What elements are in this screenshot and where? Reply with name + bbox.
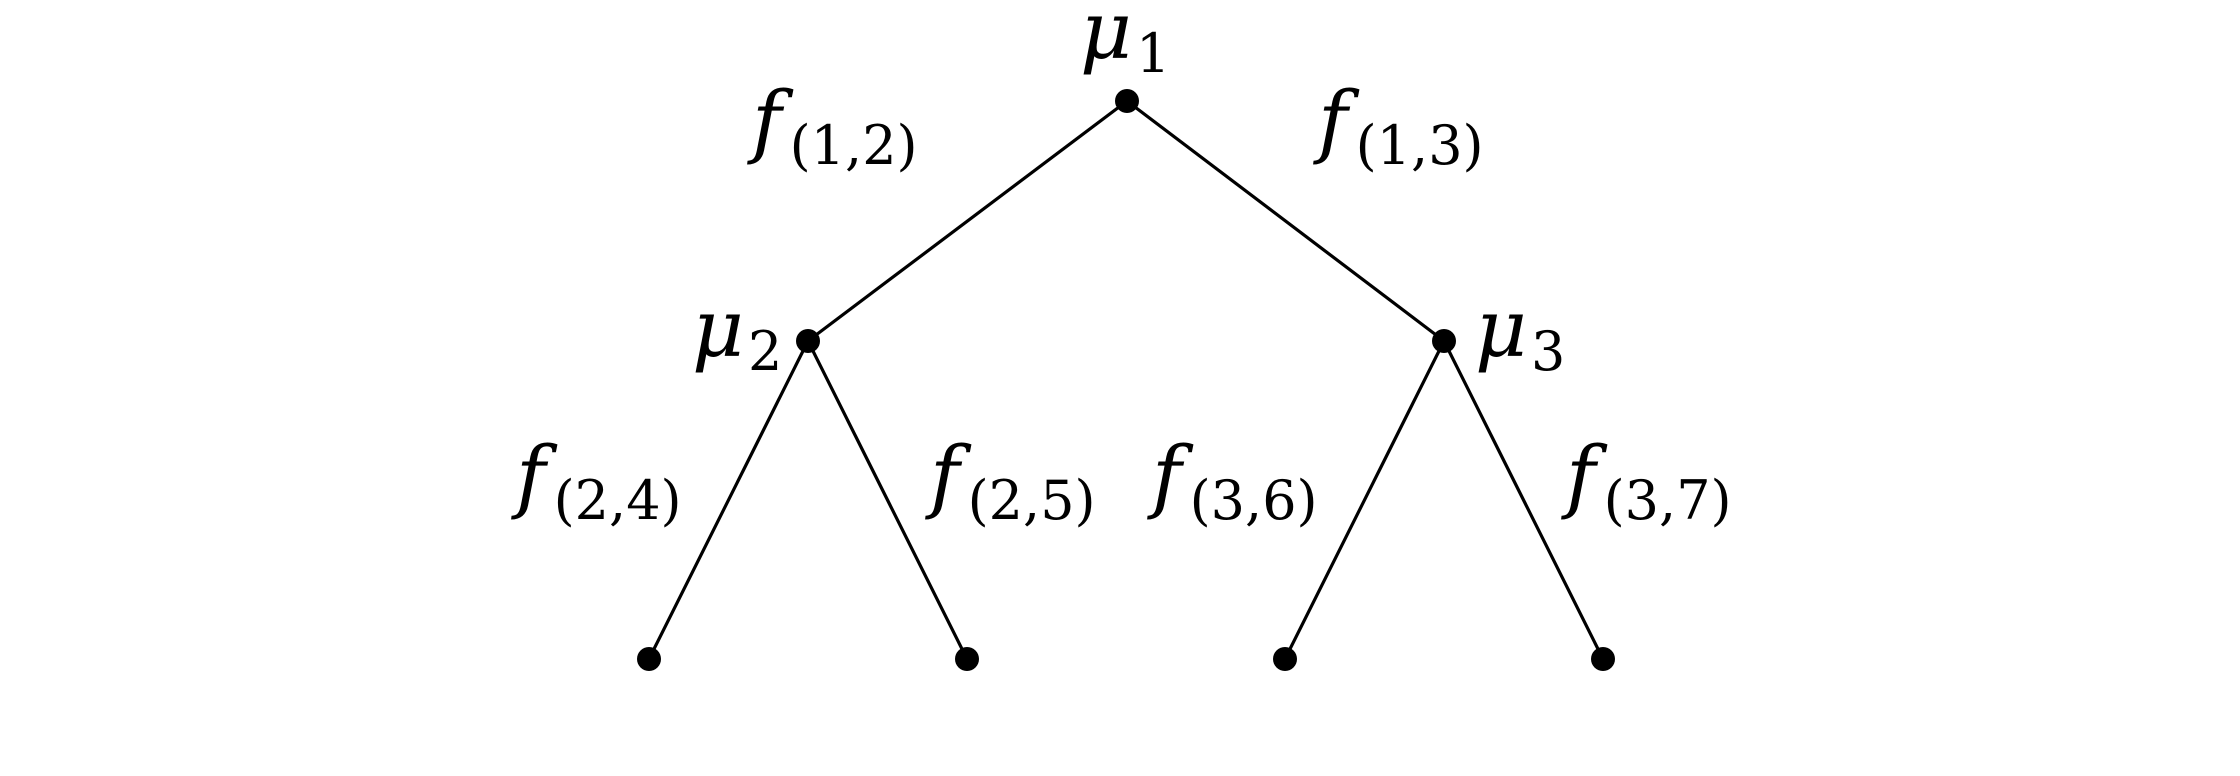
edge-label-3-6: f(3,6): [1147, 429, 1318, 532]
edge-label-2-5: f(2,5): [925, 429, 1096, 532]
node-label-3: μ3: [1475, 282, 1565, 383]
node-5: [955, 647, 979, 671]
node-7: [1591, 647, 1615, 671]
edge-label-2-4: f(2,4): [511, 429, 682, 532]
edge-2-4: [647, 340, 810, 660]
edge-label-1-3: f(1,3): [1313, 74, 1484, 177]
edge-2-5: [806, 340, 969, 660]
node-3: [1432, 329, 1456, 353]
node-2: [796, 329, 820, 353]
edge-3-6: [1283, 340, 1446, 660]
edge-label-1-2: f(1,2): [747, 74, 918, 177]
edge-label-3-7: f(3,7): [1561, 429, 1732, 532]
node-6: [1273, 647, 1297, 671]
edge-3-7: [1442, 340, 1605, 660]
node-1: [1115, 89, 1139, 113]
node-label-2: μ2: [692, 282, 782, 383]
edge-1-2: [807, 99, 1128, 343]
node-4: [637, 647, 661, 671]
edge-1-3: [1126, 99, 1445, 343]
node-label-1: μ1: [1080, 0, 1170, 85]
